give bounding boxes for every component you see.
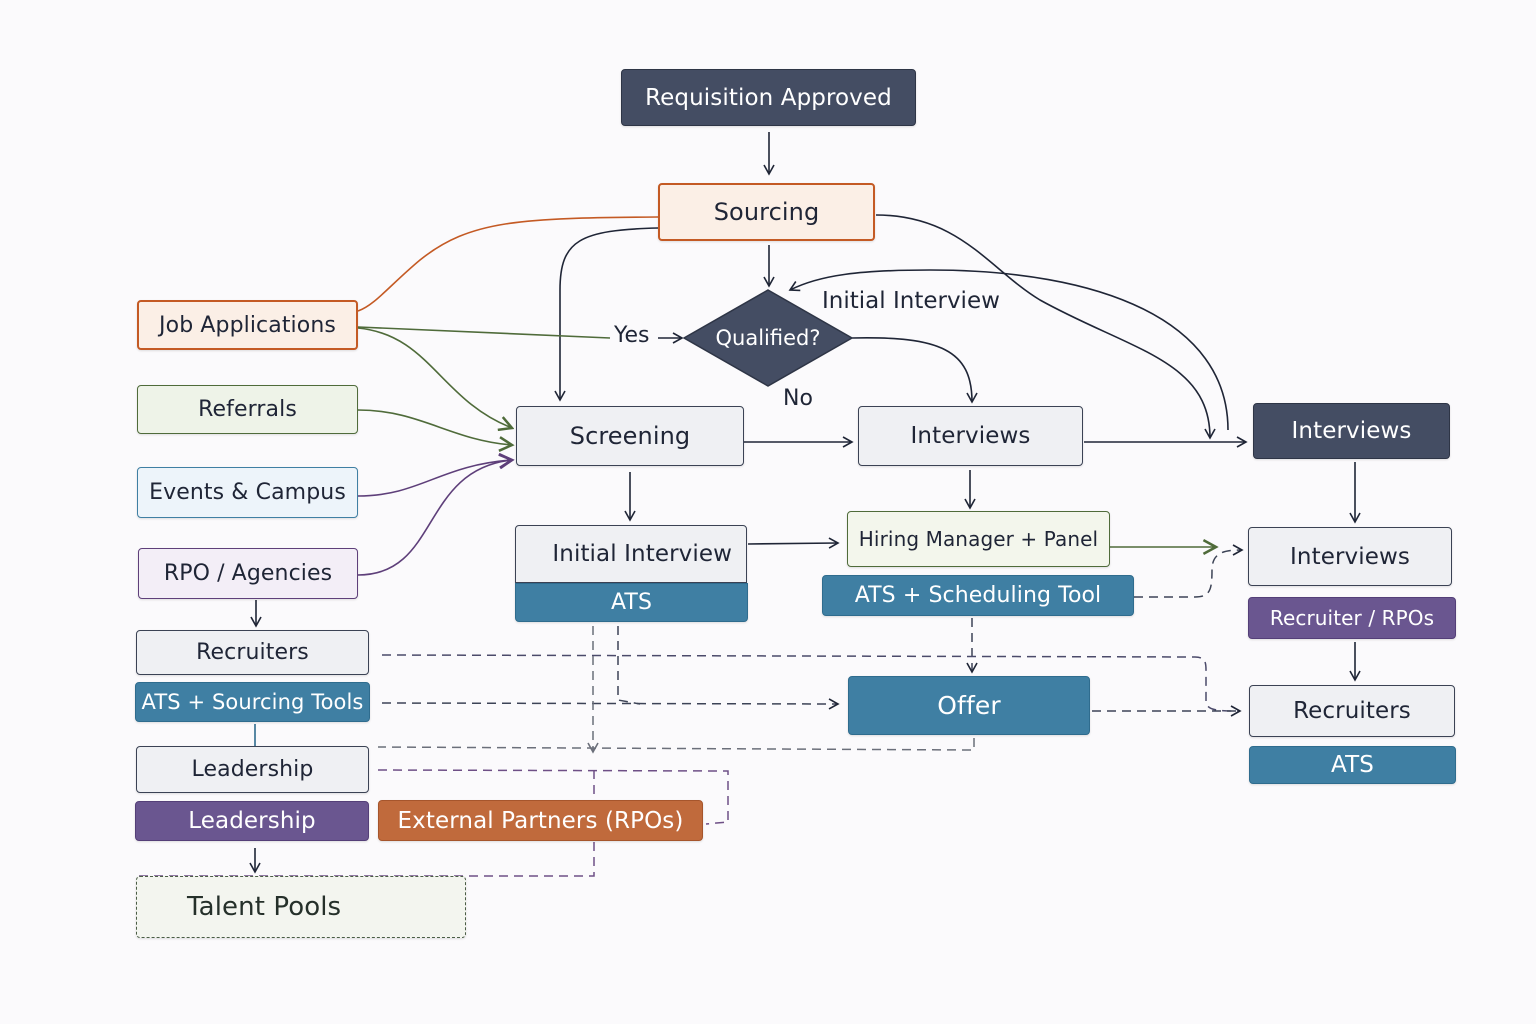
node-screening[interactable]: Screening [516, 406, 744, 466]
tag-external-partners[interactable]: External Partners (RPOs) [378, 800, 703, 841]
node-recruiters-left[interactable]: Recruiters [136, 630, 369, 675]
decision-diamond [682, 289, 854, 387]
source-rpo-agencies[interactable]: RPO / Agencies [138, 548, 358, 599]
edge-sourcing-jobapps [357, 216, 659, 312]
tag-ats-sourcing-tools[interactable]: ATS + Sourcing Tools [135, 682, 370, 722]
edge-jobapps-yes [357, 326, 611, 339]
tag-ats-scheduling-tool[interactable]: ATS + Scheduling Tool [822, 575, 1134, 616]
node-hiring-manager-panel[interactable]: Hiring Manager + Panel [847, 511, 1110, 567]
node-requisition-approved[interactable]: Requisition Approved [621, 69, 916, 126]
source-events-campus[interactable]: Events & Campus [137, 467, 358, 518]
source-job-applications[interactable]: Job Applications [137, 300, 358, 350]
edge-rpo-screening [357, 460, 512, 576]
node-sourcing[interactable]: Sourcing [658, 183, 875, 241]
label-yes: Yes [614, 323, 650, 348]
node-interviews-dark[interactable]: Interviews [1253, 403, 1450, 459]
label-no: No [783, 386, 813, 411]
node-leadership[interactable]: Leadership [136, 746, 369, 793]
tag-ats-right[interactable]: ATS [1249, 746, 1456, 784]
dashed-leadership-external [377, 769, 729, 825]
node-recruiters-right[interactable]: Recruiters [1249, 685, 1455, 737]
node-interviews-middle[interactable]: Interviews [858, 406, 1083, 466]
tag-initial-interview-ats[interactable]: ATS [515, 583, 748, 622]
edge-initial-hmpanel [747, 537, 840, 549]
edge-sourcing-screening [554, 227, 659, 402]
edge-jobapps-screening [357, 327, 512, 428]
decision-label: Qualified? [715, 326, 821, 350]
dashed-recruiters-right [381, 654, 1242, 717]
edge-sourcing-interviews-right [875, 214, 1216, 440]
node-initial-interview[interactable]: Initial Interview [515, 525, 747, 583]
dashed-ats-offer [617, 626, 641, 705]
edge-qualified-interviews [851, 337, 978, 404]
edge-events-screening [357, 460, 512, 497]
node-offer[interactable]: Offer [848, 676, 1090, 735]
node-talent-pools[interactable]: Talent Pools [136, 876, 466, 938]
source-referrals[interactable]: Referrals [137, 385, 358, 434]
edge-referrals-screening [357, 409, 512, 445]
tag-recruiter-rpos[interactable]: Recruiter / RPOs [1248, 597, 1456, 639]
label-initial-interview-edge: Initial Interview [822, 288, 1000, 314]
edge-interviews-qualified-return [788, 269, 1229, 431]
dashed-atssourcing-offer [381, 698, 840, 710]
tag-leadership[interactable]: Leadership [135, 801, 369, 841]
node-interviews-right[interactable]: Interviews [1248, 527, 1452, 586]
dashed-offer-leadership [377, 738, 975, 751]
dashed-scheduling-interviews [1134, 544, 1244, 598]
